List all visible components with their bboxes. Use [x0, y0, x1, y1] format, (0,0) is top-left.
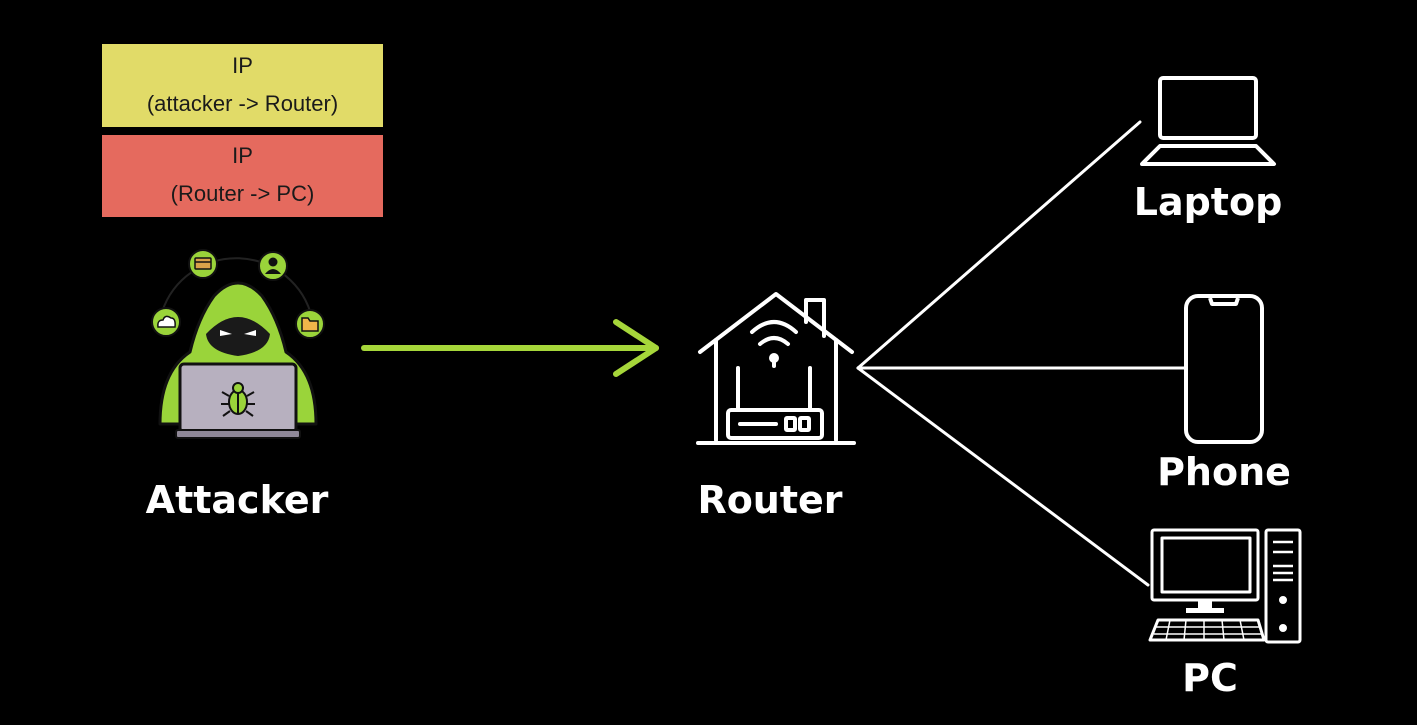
wifi-router-house-icon: [696, 292, 856, 445]
laptop-label: Laptop: [1133, 180, 1283, 224]
attacker-label: Attacker: [145, 478, 329, 522]
link-router-laptop: [856, 120, 1142, 370]
cloud-icon: [151, 307, 181, 337]
pc-label: PC: [1182, 656, 1238, 700]
phone-icon: [1184, 294, 1264, 444]
outer-packet-box: [102, 44, 383, 127]
desktop-pc-icon: [1148, 528, 1302, 644]
outer-packet-protocol: IP: [232, 53, 253, 78]
laptop-icon: [1140, 76, 1276, 166]
inner-packet-protocol: IP: [232, 143, 253, 168]
card-icon: [188, 249, 218, 279]
phone-label: Phone: [1157, 450, 1291, 494]
outer-packet-route: (attacker -> Router): [146, 91, 339, 116]
attacker-to-router-arrow: [361, 319, 659, 377]
outer-ip-packet: IP (attacker -> Router): [102, 44, 383, 127]
hacker-icon: [151, 249, 325, 439]
folder-icon: [295, 309, 325, 339]
inner-packet-route: (Router -> PC): [170, 181, 315, 206]
inner-packet-box: [102, 135, 383, 217]
router-label: Router: [697, 478, 843, 522]
user-icon: [258, 251, 288, 281]
inner-ip-packet: IP (Router -> PC): [102, 135, 383, 217]
link-router-pc: [856, 366, 1150, 587]
router-links: [856, 120, 1186, 587]
